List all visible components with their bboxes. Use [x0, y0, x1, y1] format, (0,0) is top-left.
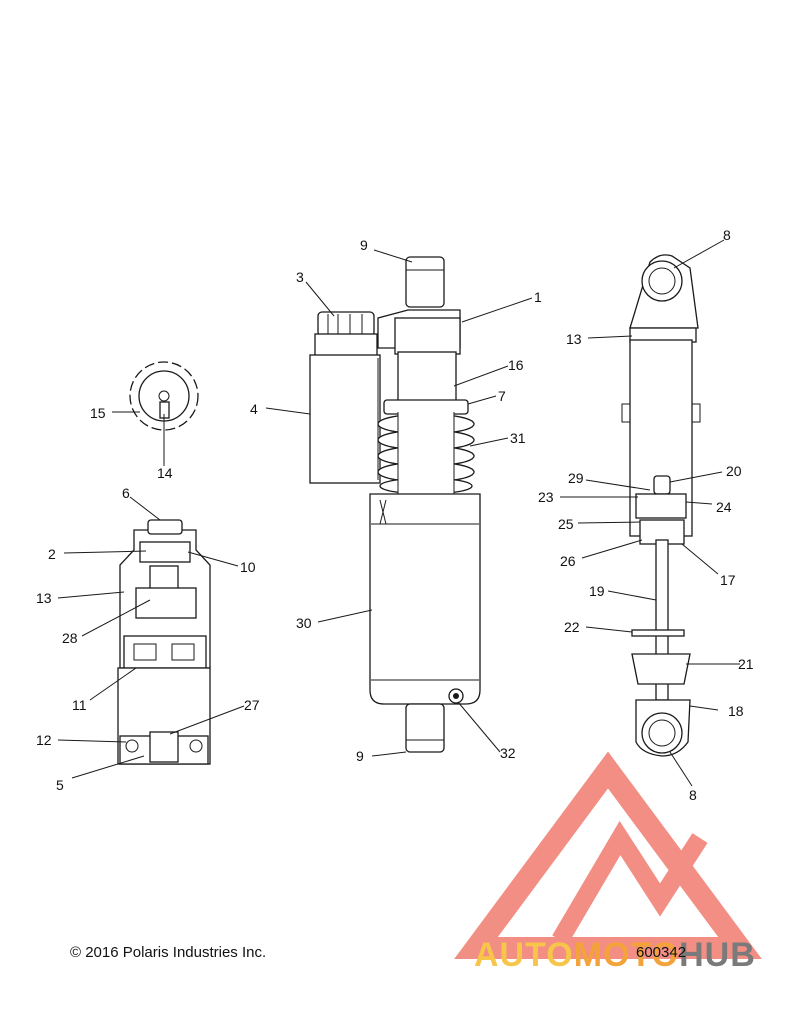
- callout-16: 16: [508, 357, 524, 373]
- watermark-word-auto: AUTO: [474, 936, 574, 974]
- callout-labels: 1 2 3 4 5 6 7 8 8 9 9 10 11 12 13 13 14 …: [36, 227, 754, 803]
- callout-8-bottom: 8: [689, 787, 697, 803]
- rod-assembly: [621, 254, 701, 757]
- callout-5: 5: [56, 777, 64, 793]
- callout-4: 4: [250, 401, 258, 417]
- callout-1: 1: [534, 289, 542, 305]
- callout-7: 7: [498, 388, 506, 404]
- callout-25: 25: [558, 516, 574, 532]
- callout-21: 21: [738, 656, 754, 672]
- callout-10: 10: [240, 559, 256, 575]
- callout-23: 23: [538, 489, 554, 505]
- callout-24: 24: [716, 499, 732, 515]
- callout-2: 2: [48, 546, 56, 562]
- callout-13-right: 13: [566, 331, 582, 347]
- callout-19: 19: [589, 583, 605, 599]
- shock-assembly: [309, 256, 481, 753]
- callout-30: 30: [296, 615, 312, 631]
- callout-20: 20: [726, 463, 742, 479]
- callout-27: 27: [244, 697, 260, 713]
- callout-26: 26: [560, 553, 576, 569]
- adjuster-knob: [129, 361, 199, 431]
- callout-11: 11: [72, 697, 87, 713]
- callout-14: 14: [157, 465, 173, 481]
- callout-17: 17: [720, 572, 736, 588]
- copyright-notice: © 2016 Polaris Industries Inc.: [70, 944, 267, 961]
- callout-22: 22: [564, 619, 580, 635]
- callout-6: 6: [122, 485, 130, 501]
- callout-8-top: 8: [723, 227, 731, 243]
- callout-28: 28: [62, 630, 78, 646]
- callout-9-bottom: 9: [356, 748, 364, 764]
- callout-3: 3: [296, 269, 304, 285]
- callout-32: 32: [500, 745, 516, 761]
- callout-29: 29: [568, 470, 584, 486]
- callout-18: 18: [728, 703, 744, 719]
- watermark-logo: [454, 751, 762, 959]
- watermark-wordmark: AUTOMOTOHUB: [474, 936, 756, 975]
- callout-9-top: 9: [360, 237, 368, 253]
- watermark-word-moto: MOTO: [573, 936, 680, 974]
- callout-31: 31: [510, 430, 526, 446]
- diagram-part-number: 600342: [636, 944, 687, 961]
- callout-15: 15: [90, 405, 106, 421]
- spring-coils: [377, 412, 475, 495]
- reservoir-section: [117, 519, 211, 765]
- callout-12: 12: [36, 732, 52, 748]
- leader-lines: [57, 239, 740, 787]
- watermark-word-hub: HUB: [679, 936, 756, 974]
- callout-13-left: 13: [36, 590, 52, 606]
